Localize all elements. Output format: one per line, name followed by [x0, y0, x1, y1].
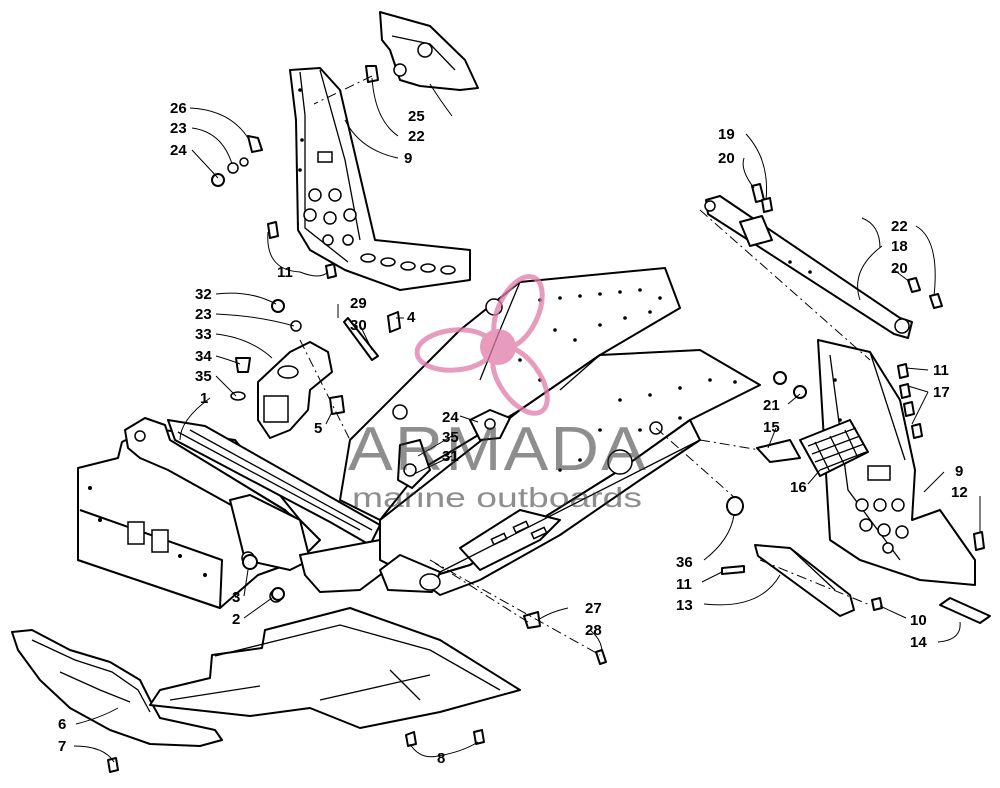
callout-12: 12 — [951, 484, 968, 501]
callout-11-top: 11 — [277, 264, 293, 281]
callout-20-top: 20 — [718, 150, 735, 167]
small-bracket — [756, 439, 801, 463]
callout-27: 27 — [585, 600, 602, 617]
callout-22-right: 22 — [891, 218, 908, 235]
mesh-pattern — [807, 427, 867, 473]
watermark: ARMADA marine outboards — [348, 274, 648, 513]
callout-14: 14 — [910, 634, 927, 651]
small-plate — [939, 597, 991, 624]
callout-36: 36 — [676, 554, 693, 571]
callout-19: 19 — [718, 126, 735, 143]
watermark-brand: ARMADA — [348, 415, 648, 484]
callout-7: 7 — [58, 738, 66, 755]
callout-16: 16 — [790, 479, 807, 496]
callout-25: 25 — [408, 108, 425, 125]
steering-housing — [379, 11, 479, 91]
callout-20-right: 20 — [891, 260, 908, 277]
frame-slot-2 — [151, 529, 169, 553]
lower-strap — [754, 544, 855, 617]
skid-plate — [11, 629, 223, 747]
callout-9-right: 9 — [955, 463, 963, 480]
callout-2: 2 — [232, 611, 240, 628]
callout-29: 29 — [350, 295, 367, 312]
watermark-tagline: marine outboards — [352, 482, 642, 513]
callout-22-top: 22 — [408, 128, 425, 145]
callout-18: 18 — [891, 238, 908, 255]
front-bulkhead-frame — [77, 417, 401, 609]
tunnel-rivets — [518, 288, 737, 472]
callout-11-right: 11 — [933, 362, 949, 379]
front-suspension-brace — [817, 339, 976, 586]
callout-23-top: 23 — [170, 120, 187, 137]
callout-4: 4 — [407, 309, 416, 326]
belly-pan — [149, 607, 521, 729]
explosion-lines — [299, 75, 871, 656]
callout-15: 15 — [763, 419, 780, 436]
callout-33: 33 — [195, 326, 212, 343]
callout-6: 6 — [58, 716, 66, 733]
callout-10: 10 — [910, 612, 927, 629]
callout-28: 28 — [585, 622, 602, 639]
callout-3: 3 — [232, 589, 240, 606]
callout-5: 5 — [314, 420, 322, 437]
tunnel-hole — [607, 449, 633, 475]
callout-24-top: 24 — [170, 142, 187, 159]
front-cross-shaft — [704, 195, 913, 339]
callout-34: 34 — [195, 348, 212, 365]
armada-logo — [414, 274, 550, 416]
hardware — [107, 65, 985, 773]
callout-21: 21 — [763, 397, 780, 414]
logo-hub — [480, 329, 516, 365]
callout-9-top: 9 — [404, 150, 412, 167]
callout-8: 8 — [437, 750, 445, 767]
steering-post-support — [289, 67, 471, 291]
callout-17: 17 — [933, 384, 950, 401]
frame-slot-1 — [127, 521, 145, 545]
leader-lines — [73, 77, 981, 763]
callout-labels: 26 23 24 25 22 9 11 32 23 33 34 35 1 29 … — [58, 100, 968, 767]
callout-35-left: 35 — [195, 368, 212, 385]
callout-11-bottom: 11 — [676, 576, 692, 593]
callout-30: 30 — [350, 317, 367, 334]
callout-32: 32 — [195, 286, 212, 303]
callout-31: 31 — [442, 448, 459, 465]
mesh-screen — [799, 419, 869, 477]
callout-1: 1 — [200, 390, 208, 407]
callout-35-mid: 35 — [442, 429, 459, 446]
callout-24-mid: 24 — [442, 409, 459, 426]
callout-13: 13 — [676, 597, 693, 614]
callout-23-mid: 23 — [195, 306, 212, 323]
callout-26: 26 — [170, 100, 187, 117]
